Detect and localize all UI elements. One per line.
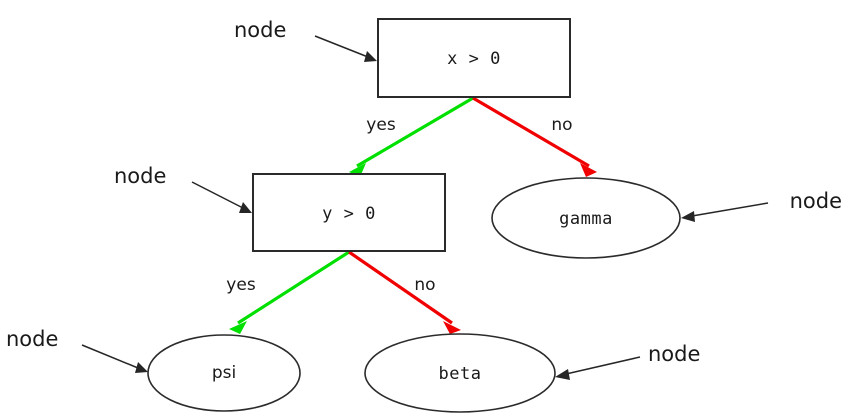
edge-inner-to-beta [348,250,461,334]
leaf-node-psi-shape [147,334,301,412]
annotation-gamma-leader [691,202,769,217]
edge-no-arrowhead-2 [443,321,461,334]
annotation-inner-leader [191,181,244,209]
edge-root-to-gamma [472,96,597,177]
edge-yes-line [356,96,474,168]
annotation-root-label: node [234,18,286,42]
leaf-node-psi[interactable]: psi [147,334,301,412]
leaf-node-gamma-shape [491,177,681,259]
decision-node-inner[interactable]: y > 0 [252,173,446,252]
annotation-inner-arrowhead [239,202,252,213]
edge-inner-to-psi [229,250,350,334]
annotation-psi-arrowhead [135,362,148,373]
edge-yes-line-2 [237,250,350,325]
decision-node-inner-shape [252,173,446,252]
leaf-node-psi-label: psi [212,363,236,383]
annotation-root-leader [314,35,369,58]
annotation-beta-leader [565,356,641,375]
leaf-node-beta-label: beta [439,364,482,384]
annotation-gamma-label: node [790,189,842,213]
edge-yes-arrowhead-2 [229,321,247,334]
annotation-psi-leader [81,344,139,369]
edge-no-line-2 [348,250,453,325]
decision-node-inner-label: y > 0 [322,204,376,224]
annotation-gamma-arrowhead [681,211,695,222]
edge-label-yes-inner: yes [226,275,256,295]
decision-node-root[interactable]: x > 0 [377,18,571,98]
annotation-root-arrowhead [364,51,377,62]
edge-label-no-root: no [551,115,572,135]
annotation-root: node [234,18,377,62]
annotation-beta-arrowhead [555,369,570,380]
leaf-node-gamma-label: gamma [559,209,613,229]
decision-node-root-label: x > 0 [447,49,501,69]
edge-no-arrowhead [580,163,597,177]
edge-label-no-inner: no [414,275,435,295]
annotation-psi-label: node [6,327,58,351]
decision-node-root-shape [377,18,571,98]
edge-root-to-inner [349,96,474,177]
annotation-gamma: node [681,189,842,222]
edge-no-line [472,96,590,168]
edge-label-yes-root: yes [366,115,396,135]
annotation-beta: node [555,342,700,380]
annotation-psi: node [6,327,148,373]
leaf-node-beta[interactable]: beta [364,333,556,413]
leaf-node-beta-shape [364,333,556,413]
annotation-beta-label: node [648,342,700,366]
annotation-inner-label: node [114,164,166,188]
annotation-inner: node [114,164,252,213]
leaf-node-gamma[interactable]: gamma [491,177,681,259]
